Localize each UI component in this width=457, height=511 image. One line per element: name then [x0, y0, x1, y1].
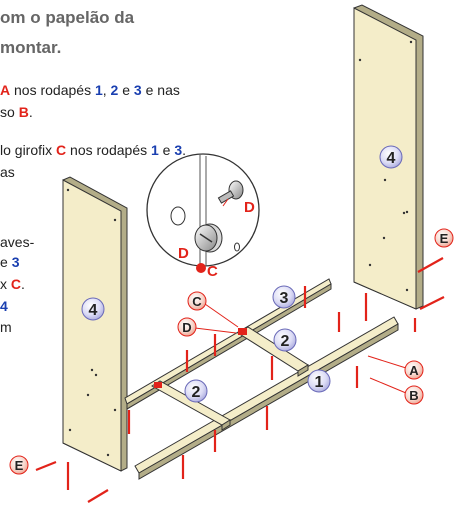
callout-d: D: [177, 317, 197, 337]
svg-text:D: D: [182, 320, 191, 335]
detail-label-c: C: [207, 263, 218, 280]
svg-text:B: B: [409, 388, 418, 403]
side-panel-left: [62, 176, 128, 472]
svg-text:C: C: [192, 294, 202, 309]
cross-piece-right: [237, 326, 309, 377]
callout-a: A: [404, 360, 424, 380]
instruction-3-line-3: x C.: [0, 276, 25, 292]
pins: [35, 257, 445, 503]
svg-text:3: 3: [280, 290, 289, 307]
badge-cross-left: 2: [184, 379, 208, 403]
callout-b: B: [404, 385, 424, 405]
detail-label-d-left: D: [178, 245, 189, 262]
badge-cross-right: 2: [273, 328, 297, 352]
callout-e-right: E: [434, 228, 454, 248]
badge-panel-left: 4: [81, 297, 105, 321]
instruction-3-line-4: 4: [0, 298, 8, 314]
detail-label-d-top: D: [244, 199, 255, 216]
svg-text:2: 2: [192, 384, 201, 401]
instruction-1-line-1: A nos rodapés 1, 2 e 3 e nas: [0, 82, 180, 98]
badge-panel-right: 4: [379, 145, 403, 169]
cross-piece-left: [151, 380, 231, 431]
svg-text:E: E: [440, 231, 449, 246]
instruction-1-line-2: so B.: [0, 104, 33, 120]
instruction-3-line-2: e 3: [0, 254, 20, 270]
instruction-3-line-1: aves-: [0, 234, 35, 250]
badge-rail-back: 3: [272, 285, 296, 309]
badge-rail-front: 1: [307, 369, 331, 393]
instruction-2-line-1: lo girofix C nos rodapés 1 e 3.: [0, 142, 187, 158]
callout-e-left: E: [9, 455, 29, 475]
rail-back: [124, 278, 332, 410]
svg-text:4: 4: [387, 150, 396, 167]
svg-text:E: E: [15, 458, 24, 473]
svg-text:1: 1: [315, 374, 324, 391]
svg-text:A: A: [409, 363, 419, 378]
cam-lock: [194, 223, 223, 253]
svg-text:2: 2: [281, 333, 290, 350]
heading-line-2: montar.: [0, 38, 62, 57]
heading-line-1: om o papelão da: [0, 8, 135, 27]
instruction-3-line-5: m: [0, 319, 12, 335]
svg-text:4: 4: [89, 302, 98, 319]
instruction-2-line-2: as: [0, 164, 15, 180]
callout-c: C: [187, 291, 207, 311]
detail-circle: [146, 153, 260, 273]
